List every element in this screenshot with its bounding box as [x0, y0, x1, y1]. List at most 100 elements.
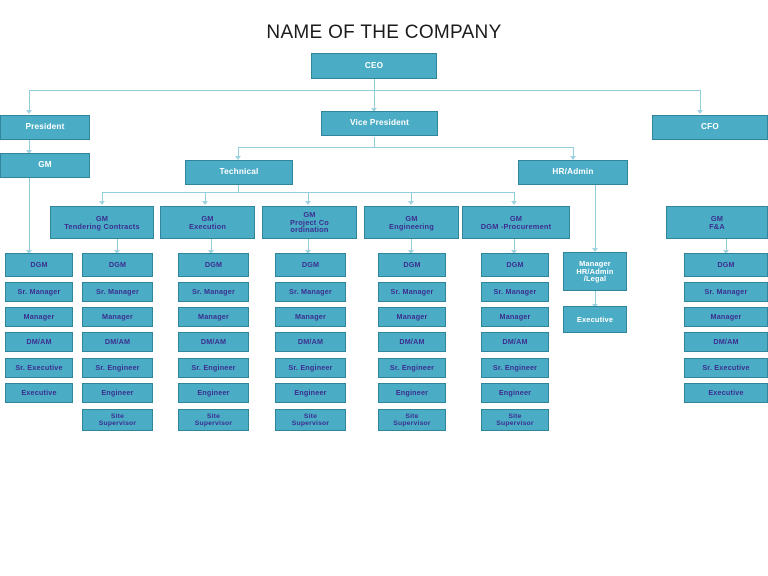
- node-col-tendering-4[interactable]: Sr. Engineer: [82, 358, 153, 378]
- node-gm-execution[interactable]: GM Execution: [160, 206, 255, 239]
- node-col-project-6[interactable]: Site Supervisor: [275, 409, 346, 431]
- node-gm-procurement[interactable]: GM DGM -Procurement: [462, 206, 570, 239]
- node-col-project-3[interactable]: DM/AM: [275, 332, 346, 352]
- node-col-engineering-6[interactable]: Site Supervisor: [378, 409, 446, 431]
- connector-ceo-stub: [374, 79, 376, 90]
- node-col-project-5[interactable]: Engineer: [275, 383, 346, 403]
- connector-gmleft-dgm: [29, 178, 31, 252]
- page-title: NAME OF THE COMPANY: [266, 22, 502, 43]
- node-col-engineering-2[interactable]: Manager: [378, 307, 446, 327]
- arrow-president: [25, 110, 32, 114]
- node-col-engineering-3[interactable]: DM/AM: [378, 332, 446, 352]
- node-col-gm-left-2[interactable]: Manager: [5, 307, 73, 327]
- node-vice-president[interactable]: Vice President: [321, 111, 438, 136]
- arrow-cfo: [696, 110, 703, 114]
- connector-tech-tendering: [102, 192, 104, 203]
- node-gm-tendering[interactable]: GM Tendering Contracts: [50, 206, 154, 239]
- node-col-fa-0[interactable]: DGM: [684, 253, 768, 277]
- node-col-fa-4[interactable]: Sr. Executive: [684, 358, 768, 378]
- connector-vp-stub: [374, 137, 376, 147]
- node-col-execution-4[interactable]: Sr. Engineer: [178, 358, 249, 378]
- node-col-execution-6[interactable]: Site Supervisor: [178, 409, 249, 431]
- node-col-procurement-0[interactable]: DGM: [481, 253, 549, 277]
- node-col-engineering-5[interactable]: Engineer: [378, 383, 446, 403]
- node-col-execution-0[interactable]: DGM: [178, 253, 249, 277]
- node-gm-project[interactable]: GM Project Co ordination: [262, 206, 357, 239]
- node-president[interactable]: President: [0, 115, 90, 140]
- arrow-gm-procurement: [510, 201, 517, 205]
- node-ceo[interactable]: CEO: [311, 53, 437, 79]
- connector-managerhr-executive: [595, 291, 597, 306]
- node-col-execution-2[interactable]: Manager: [178, 307, 249, 327]
- arrow-technical: [234, 156, 241, 160]
- node-col-project-4[interactable]: Sr. Engineer: [275, 358, 346, 378]
- node-col-procurement-2[interactable]: Manager: [481, 307, 549, 327]
- arrow-gm-left: [25, 150, 32, 154]
- node-technical[interactable]: Technical: [185, 160, 293, 185]
- node-col-engineering-1[interactable]: Sr. Manager: [378, 282, 446, 302]
- node-col-tendering-0[interactable]: DGM: [82, 253, 153, 277]
- node-cfo[interactable]: CFO: [652, 115, 768, 140]
- connector-ceo-vp: [374, 90, 376, 110]
- connector-ceo-president: [29, 90, 31, 112]
- connector-ceo-cfo: [700, 90, 702, 112]
- connector-tech-engineering: [411, 192, 413, 203]
- node-col-fa-2[interactable]: Manager: [684, 307, 768, 327]
- node-col-fa-3[interactable]: DM/AM: [684, 332, 768, 352]
- node-col-project-1[interactable]: Sr. Manager: [275, 282, 346, 302]
- arrow-hr-admin: [569, 156, 576, 160]
- node-col-procurement-4[interactable]: Sr. Engineer: [481, 358, 549, 378]
- connector-execution-dgm: [211, 239, 213, 252]
- node-col-tendering-3[interactable]: DM/AM: [82, 332, 153, 352]
- node-col-tendering-1[interactable]: Sr. Manager: [82, 282, 153, 302]
- node-gm-fa[interactable]: GM F&A: [666, 206, 768, 239]
- connector-ceo-bus: [29, 90, 700, 92]
- node-col-project-2[interactable]: Manager: [275, 307, 346, 327]
- node-col-procurement-3[interactable]: DM/AM: [481, 332, 549, 352]
- connector-fa-dgm: [726, 239, 728, 252]
- connector-tendering-dgm: [117, 239, 119, 252]
- node-gm-left[interactable]: GM: [0, 153, 90, 178]
- node-col-execution-3[interactable]: DM/AM: [178, 332, 249, 352]
- node-col-project-0[interactable]: DGM: [275, 253, 346, 277]
- node-col-tendering-5[interactable]: Engineer: [82, 383, 153, 403]
- node-col-gm-left-5[interactable]: Executive: [5, 383, 73, 403]
- node-col-fa-5[interactable]: Executive: [684, 383, 768, 403]
- arrow-vice-president: [370, 108, 377, 112]
- connector-engineering-dgm: [411, 239, 413, 252]
- node-executive-hr[interactable]: Executive: [563, 306, 627, 333]
- arrow-col-gm-left-dgm: [25, 250, 32, 254]
- connector-procurement-dgm: [514, 239, 516, 252]
- node-col-gm-left-3[interactable]: DM/AM: [5, 332, 73, 352]
- node-col-execution-5[interactable]: Engineer: [178, 383, 249, 403]
- node-col-tendering-6[interactable]: Site Supervisor: [82, 409, 153, 431]
- connector-tech-execution: [205, 192, 207, 203]
- arrow-gm-execution: [201, 201, 208, 205]
- node-col-procurement-1[interactable]: Sr. Manager: [481, 282, 549, 302]
- node-hr-admin[interactable]: HR/Admin: [518, 160, 628, 185]
- node-gm-engineering[interactable]: GM Engineering: [364, 206, 459, 239]
- node-col-tendering-2[interactable]: Manager: [82, 307, 153, 327]
- arrow-col-engineering-dgm: [407, 250, 414, 254]
- connector-vp-technical: [238, 147, 240, 158]
- node-col-procurement-5[interactable]: Engineer: [481, 383, 549, 403]
- node-manager-hr-admin-legal[interactable]: Manager HR/Admin /Legal: [563, 252, 627, 291]
- connector-project-dgm: [308, 239, 310, 252]
- node-col-procurement-6[interactable]: Site Supervisor: [481, 409, 549, 431]
- node-col-gm-left-4[interactable]: Sr. Executive: [5, 358, 73, 378]
- arrow-gm-project: [304, 201, 311, 205]
- node-col-fa-1[interactable]: Sr. Manager: [684, 282, 768, 302]
- node-col-execution-1[interactable]: Sr. Manager: [178, 282, 249, 302]
- node-col-gm-left-1[interactable]: Sr. Manager: [5, 282, 73, 302]
- node-col-engineering-4[interactable]: Sr. Engineer: [378, 358, 446, 378]
- arrow-gm-engineering: [407, 201, 414, 205]
- arrow-gm-tendering: [98, 201, 105, 205]
- arrow-col-project-dgm: [304, 250, 311, 254]
- node-col-gm-left-0[interactable]: DGM: [5, 253, 73, 277]
- node-col-engineering-0[interactable]: DGM: [378, 253, 446, 277]
- connector-vp-hradmin: [573, 147, 575, 158]
- arrow-col-procurement-dgm: [510, 250, 517, 254]
- connector-vp-bus: [238, 147, 574, 149]
- connector-technical-stub: [238, 185, 240, 192]
